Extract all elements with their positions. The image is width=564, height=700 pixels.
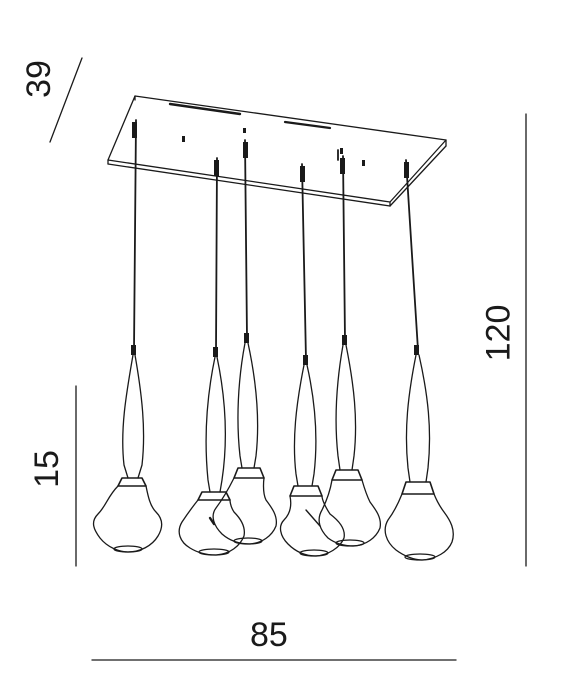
ceiling-canopy xyxy=(107,95,447,207)
pendant-1 xyxy=(92,119,163,553)
shade-height-label: 15 xyxy=(27,450,66,488)
pendant-2 xyxy=(178,157,246,556)
pendant-4 xyxy=(279,163,345,557)
pendant-5 xyxy=(318,155,382,547)
width-label: 85 xyxy=(250,616,288,654)
pendant-3 xyxy=(212,139,278,545)
depth-dimension-line xyxy=(49,57,83,143)
height-label: 120 xyxy=(479,304,518,362)
depth-label: 39 xyxy=(19,60,58,98)
pendant-6 xyxy=(384,159,454,561)
